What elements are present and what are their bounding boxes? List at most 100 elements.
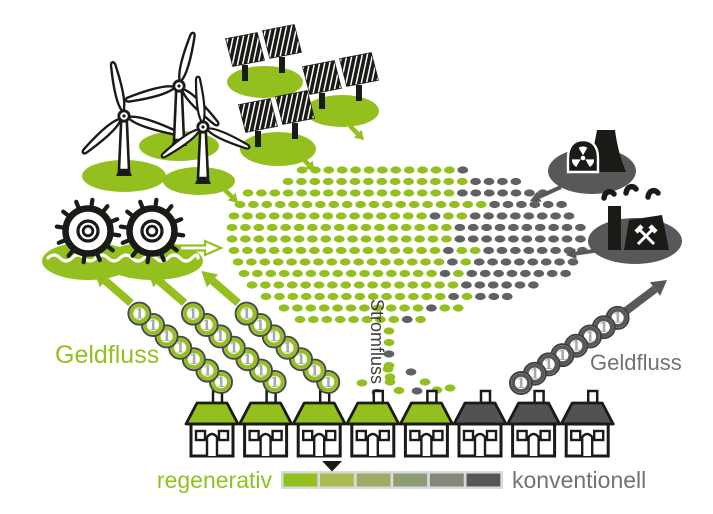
energy-dot [399,304,410,312]
energy-dot [496,246,508,255]
solar-panel-hatch [340,53,378,86]
energy-dot [260,281,271,289]
turbine-blade [178,31,196,85]
energy-dot [349,189,361,197]
money-arrow-green [156,277,188,307]
coin-digit: 1 [202,318,211,334]
energy-dot [457,189,468,197]
energy-dot [474,281,486,289]
energy-dot [481,223,492,232]
coin-digit: 1 [175,341,184,357]
energy-dot [408,292,419,301]
energy-dot [252,269,263,278]
house-window [570,429,582,442]
coin-ring [197,360,218,381]
energy-dot [363,177,374,186]
energy-dot [318,304,330,312]
energy-dot [488,292,500,301]
energy-dot [327,292,339,301]
energy-dot [305,269,317,278]
solar-panel-hatch [239,99,277,132]
house-window [248,429,260,442]
energy-dot [309,212,320,220]
energy-dot [456,246,468,255]
energy-dot [443,189,455,197]
energy-dot [444,166,455,174]
energy-dot [288,200,299,209]
energy-dot [260,292,272,301]
energy-dot [309,246,320,255]
energy-dot [548,235,559,243]
energy-dot [259,258,271,266]
energy-dot [326,258,338,266]
energy-dot [380,281,392,289]
energy-dot [333,223,345,232]
coin-digit: 1 [310,363,319,379]
energy-dot [433,258,445,266]
energy-dot [500,258,512,266]
solar-to-grid-arrow-head [304,160,315,171]
energy-dot [460,258,472,266]
energy-dot [462,200,474,209]
energy-dot [402,246,414,255]
energy-dot [483,177,495,186]
coin-digit: 1 [283,341,292,357]
energy-dot [296,166,308,174]
energy-dot [501,292,513,301]
energy-dot [528,281,539,289]
energy-dot [323,166,335,174]
house-window [485,429,498,442]
smoke-puffs-icon [601,183,661,201]
energy-dot [349,177,361,186]
energy-dot [516,200,527,209]
panel-leg [242,65,248,81]
energy-dot [560,269,571,278]
energy-dot [430,177,441,186]
house-door [259,432,272,456]
coin-ring [511,373,531,393]
energy-dot [301,200,313,209]
energy-dot [328,200,340,209]
energy-dot [292,304,303,312]
coin-digit: 1 [269,329,278,345]
energy-dot [403,189,415,197]
energy-dot [383,327,395,335]
energy-dot [322,246,334,255]
energy-dot [429,246,441,255]
coin-digit: 1 [189,352,198,368]
flow-arrows [94,124,667,315]
coin-ring [156,326,177,347]
panel-leg [279,57,285,73]
factory-building-icon [624,215,669,250]
legend-left-label: regenerativ [157,467,273,493]
coin-ring [236,303,257,324]
energy-dot [394,281,405,289]
energy-dot [367,281,378,289]
energy-dot [467,223,479,232]
energy-dot [269,189,281,197]
wind-to-grid-arrow [222,187,234,199]
energy-dot [497,177,508,186]
energy-dot [487,281,499,289]
energy-dot [402,212,414,220]
coin-digit: 1 [148,318,157,334]
energy-dot [561,223,573,232]
energy-dot [347,223,358,232]
energy-dot [322,212,334,220]
energy-dot [415,315,426,324]
energy-dot [332,304,343,312]
energy-dot [341,292,352,301]
energy-dot [242,189,254,197]
coin-ring [170,337,191,358]
energy-dot [461,292,473,301]
coin-digit: 1 [229,341,238,357]
turbine-tower [196,129,210,180]
money-arrow-green-head [201,271,219,288]
energy-dot [368,200,380,209]
energy-dot [421,292,433,301]
water-wheel-plant [54,197,186,265]
house-window [194,429,207,442]
energy-dot [452,304,464,312]
coin-ring [183,349,204,370]
energy-dot [256,189,267,197]
